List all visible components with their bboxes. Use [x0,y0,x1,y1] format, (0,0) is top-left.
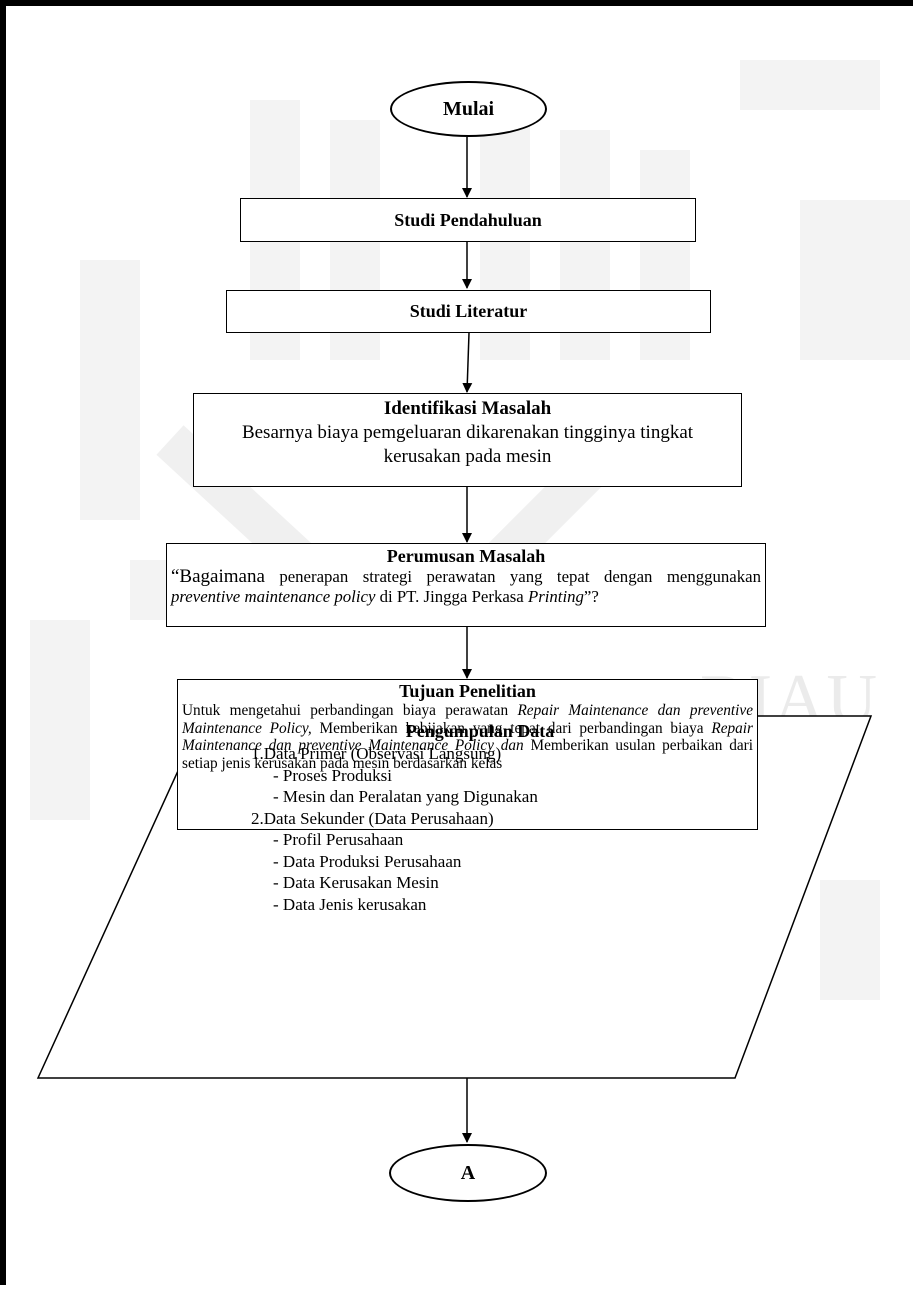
tujuan-penelitian-body: Untuk mengetahui perbandingan biaya pera… [182,702,753,772]
data-sekunder-item: - Data Produksi Perusahaan [273,851,462,871]
tujuan-part-3: Repair Maintenance dan preventive Mainte… [182,719,753,755]
studi-literatur-box: Studi Literatur [226,290,711,333]
data-primer-item: - Mesin dan Peralatan yang Digunakan [273,787,538,806]
perumusan-masalah-body: “Bagaimana penerapan strategi perawatan … [171,567,761,607]
tujuan-part-1: Repair Maintenance dan preventive Mainte… [182,702,753,737]
page-frame-left [0,0,6,1285]
perumusan-masalah-box: Perumusan Masalah “Bagaimana penerapan s… [166,543,766,627]
data-sekunder-item: - Data Kerusakan Mesin [273,873,439,892]
studi-pendahuluan-box: Studi Pendahuluan [240,198,696,242]
perumusan-masalah-title: Perumusan Masalah [386,546,546,566]
identifikasi-masalah-title: Identifikasi Masalah [383,398,552,419]
perumusan-part-3: di PT. Jingga Perkasa [375,587,528,606]
data-sekunder-item: - Data Jenis kerusakan [273,894,427,914]
pengumpulan-data-title: Pengumpulan Data [405,721,555,741]
tujuan-part-2: Memberikan kebijakan yang tepat dari per… [311,719,712,737]
tujuan-penelitian-box: Tujuan Penelitian Untuk mengetahui perba… [177,679,758,830]
data-sekunder-item: - Profil Perusahaan [273,830,404,849]
tujuan-part-4: Memberikan usulan perbaikan dari setiap … [182,737,754,772]
studi-literatur-label: Studi Literatur [409,301,528,321]
data-primer-label: 1.Data Primer (Observasi Langsung) [251,744,502,763]
perumusan-part-2: preventive maintenance policy [171,587,376,606]
perumusan-part-1: penerapan strategi perawatan yang tepat … [264,567,761,586]
tujuan-part-0: Untuk mengetahui perbandingan biaya pera… [182,702,518,719]
identifikasi-masalah-box: Identifikasi Masalah Besarnya biaya pemg… [193,393,742,487]
pengumpulan-data-list: 1.Data Primer (Observasi Langsung) - Pro… [251,743,691,915]
arrow-literatur-to-identifikasi [462,332,473,393]
page-frame-top [0,0,913,6]
perumusan-part-5: ”? [583,587,599,606]
perumusan-part-4: Printing [527,587,584,606]
connector-a-label: A [460,1161,476,1184]
connector-a-terminator: A [389,1144,547,1202]
start-label: Mulai [442,97,495,120]
perumusan-part-0: “Bagaimana [171,566,265,587]
start-terminator: Mulai [390,81,547,137]
identifikasi-masalah-body: Besarnya biaya pemgeluaran dikarenakan t… [241,422,694,467]
data-sekunder-label: 2.Data Sekunder (Data Perusahaan) [251,808,494,828]
studi-pendahuluan-label: Studi Pendahuluan [394,209,542,230]
tujuan-penelitian-title: Tujuan Penelitian [399,681,536,701]
data-primer-item: - Proses Produksi [273,765,393,785]
